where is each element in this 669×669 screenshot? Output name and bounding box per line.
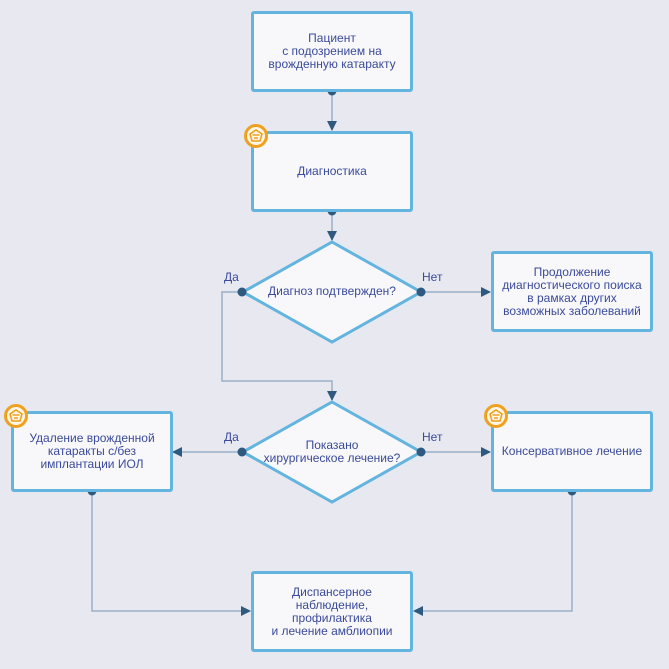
port-dot (237, 447, 247, 457)
branch-label-no: Нет (422, 430, 443, 444)
doctor-icon (244, 124, 268, 148)
edge-removal-to-followup (91, 491, 251, 616)
node-conservative: Консервативное лечение (491, 411, 653, 492)
port-dot (416, 287, 426, 297)
decision-diamond-1 (239, 240, 425, 344)
decision-label-surgery-indicated: Показано хирургическое лечение? (263, 438, 401, 465)
branch-label-yes: Да (224, 270, 239, 284)
edge-decision1-yes (221, 291, 337, 401)
node-follow-up: Диспансерное наблюдение, профилактика и … (251, 571, 413, 652)
decision-label-diagnosis-confirmed: Диагноз подтвержден? (268, 284, 396, 298)
doctor-icon (484, 404, 508, 428)
node-diagnostics: Диагностика (251, 131, 413, 212)
branch-label-no: Нет (422, 270, 443, 284)
node-patient: Пациент с подозрением на врожденную ката… (251, 11, 413, 92)
node-continue-search: Продолжение диагностического поиска в ра… (491, 251, 653, 332)
node-removal: Удаление врожденной катаракты с/без импл… (11, 411, 173, 492)
branch-label-yes: Да (224, 430, 239, 444)
edge-conservative-to-followup (413, 491, 573, 616)
decision-diamond-2 (239, 400, 425, 504)
doctor-icon (4, 404, 28, 428)
port-dot (237, 287, 247, 297)
port-dot (416, 447, 426, 457)
